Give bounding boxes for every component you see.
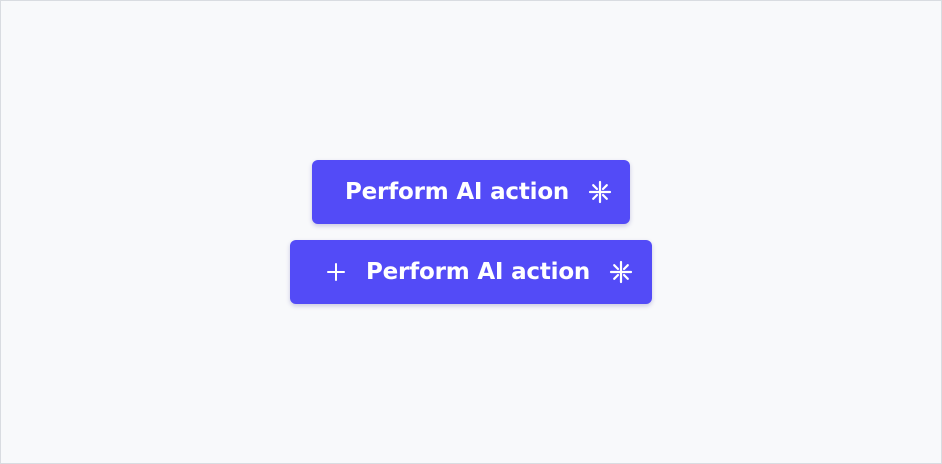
button-label: Perform AI action (366, 259, 591, 285)
sparkle-icon (609, 260, 633, 284)
sparkle-icon (588, 180, 612, 204)
plus-icon (326, 262, 346, 282)
button-label: Perform AI action (345, 179, 570, 205)
perform-ai-action-button[interactable]: Perform AI action (312, 160, 630, 224)
perform-ai-action-with-icon-button[interactable]: Perform AI action (290, 240, 652, 304)
